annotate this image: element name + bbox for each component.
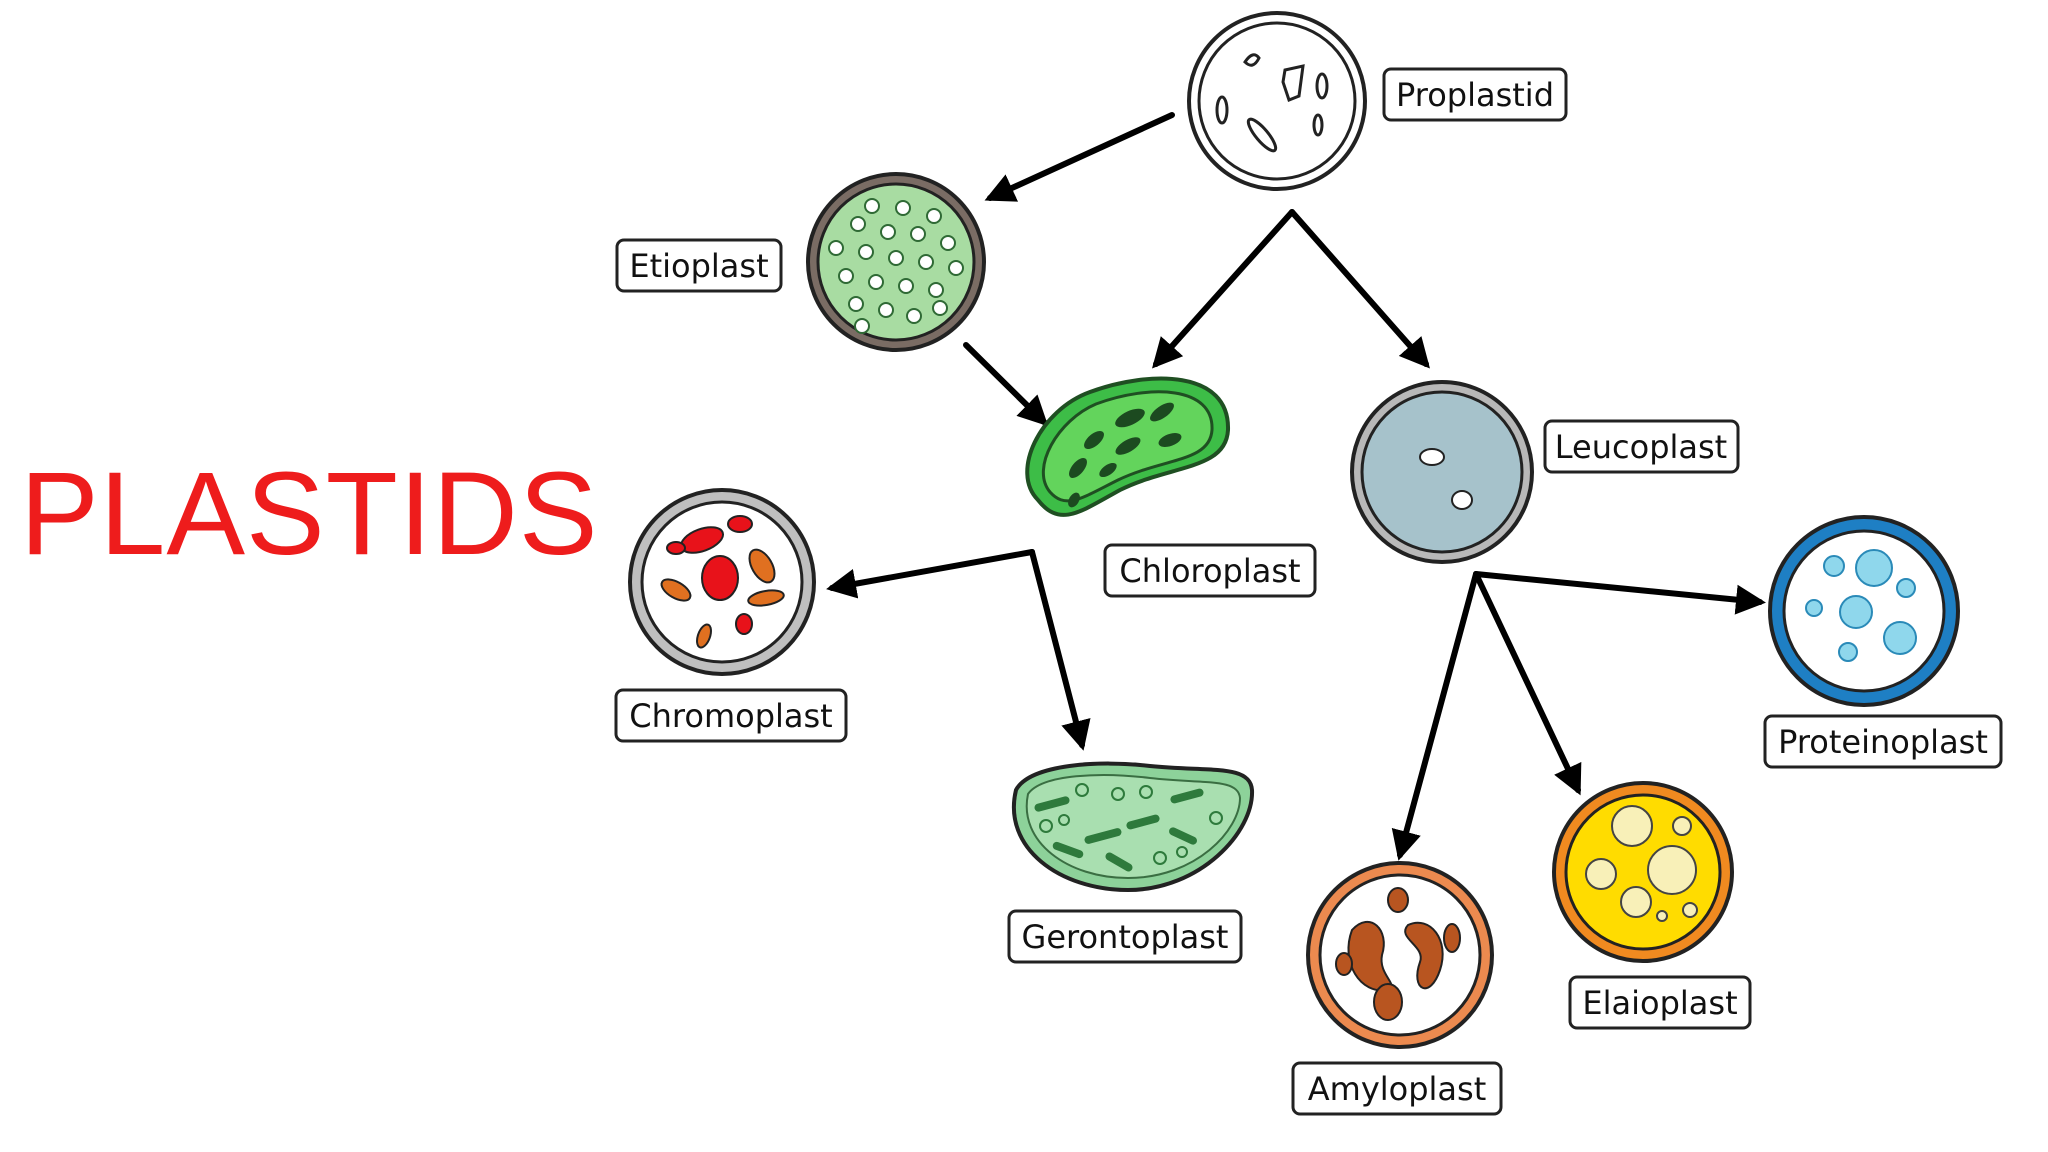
svg-text:Leucoplast: Leucoplast <box>1555 428 1727 466</box>
proplastid-label: Proplastid <box>1382 67 1568 122</box>
arrow-leucoplast-to-elaioplast <box>1473 571 1582 796</box>
svg-text:Proplastid: Proplastid <box>1396 76 1554 114</box>
arrow-proplastid-to-etioplast <box>984 112 1175 202</box>
etioplast-cell <box>806 172 986 352</box>
proteinoplast-cell <box>1768 515 1960 707</box>
arrow-chloroplast-to-chromoplast <box>826 549 1035 599</box>
arrows <box>826 112 1766 861</box>
amyloplast-label: Amyloplast <box>1291 1061 1503 1116</box>
gerontoplast-cell <box>1012 761 1255 893</box>
arrow-etioplast-to-chloroplast <box>963 342 1049 427</box>
gerontoplast-label: Gerontoplast <box>1007 909 1243 964</box>
leucoplast-label: Leucoplast <box>1543 419 1740 474</box>
arrow-proplastid-to-chloroplast <box>1151 209 1295 369</box>
svg-text:Amyloplast: Amyloplast <box>1308 1070 1487 1108</box>
proplastid-cell <box>1187 11 1367 191</box>
elaioplast-cell <box>1552 781 1734 963</box>
svg-text:Gerontoplast: Gerontoplast <box>1022 918 1229 956</box>
arrow-leucoplast-to-amyloplast <box>1391 571 1479 861</box>
svg-text:Chloroplast: Chloroplast <box>1119 552 1300 590</box>
arrow-chloroplast-to-gerontoplast <box>1029 549 1091 751</box>
etioplast-label: Etioplast <box>615 238 783 293</box>
elaioplast-label: Elaioplast <box>1568 975 1752 1030</box>
svg-text:Proteinoplast: Proteinoplast <box>1778 723 1988 761</box>
arrow-leucoplast-to-proteinoplast <box>1473 571 1766 615</box>
svg-text:Chromoplast: Chromoplast <box>629 697 832 735</box>
chromoplast-label: Chromoplast <box>614 688 848 743</box>
chloroplast-cell <box>1025 376 1231 517</box>
proteinoplast-label: Proteinoplast <box>1763 714 2003 769</box>
chromoplast-cell <box>628 488 816 676</box>
leucoplast-cell <box>1350 380 1534 564</box>
slide-title: PLASTIDS <box>20 448 599 580</box>
arrow-proplastid-to-leucoplast <box>1289 209 1430 369</box>
svg-text:Etioplast: Etioplast <box>629 247 768 285</box>
chloroplast-label: Chloroplast <box>1103 543 1317 598</box>
svg-text:Elaioplast: Elaioplast <box>1582 984 1737 1022</box>
amyloplast-cell <box>1306 861 1494 1049</box>
